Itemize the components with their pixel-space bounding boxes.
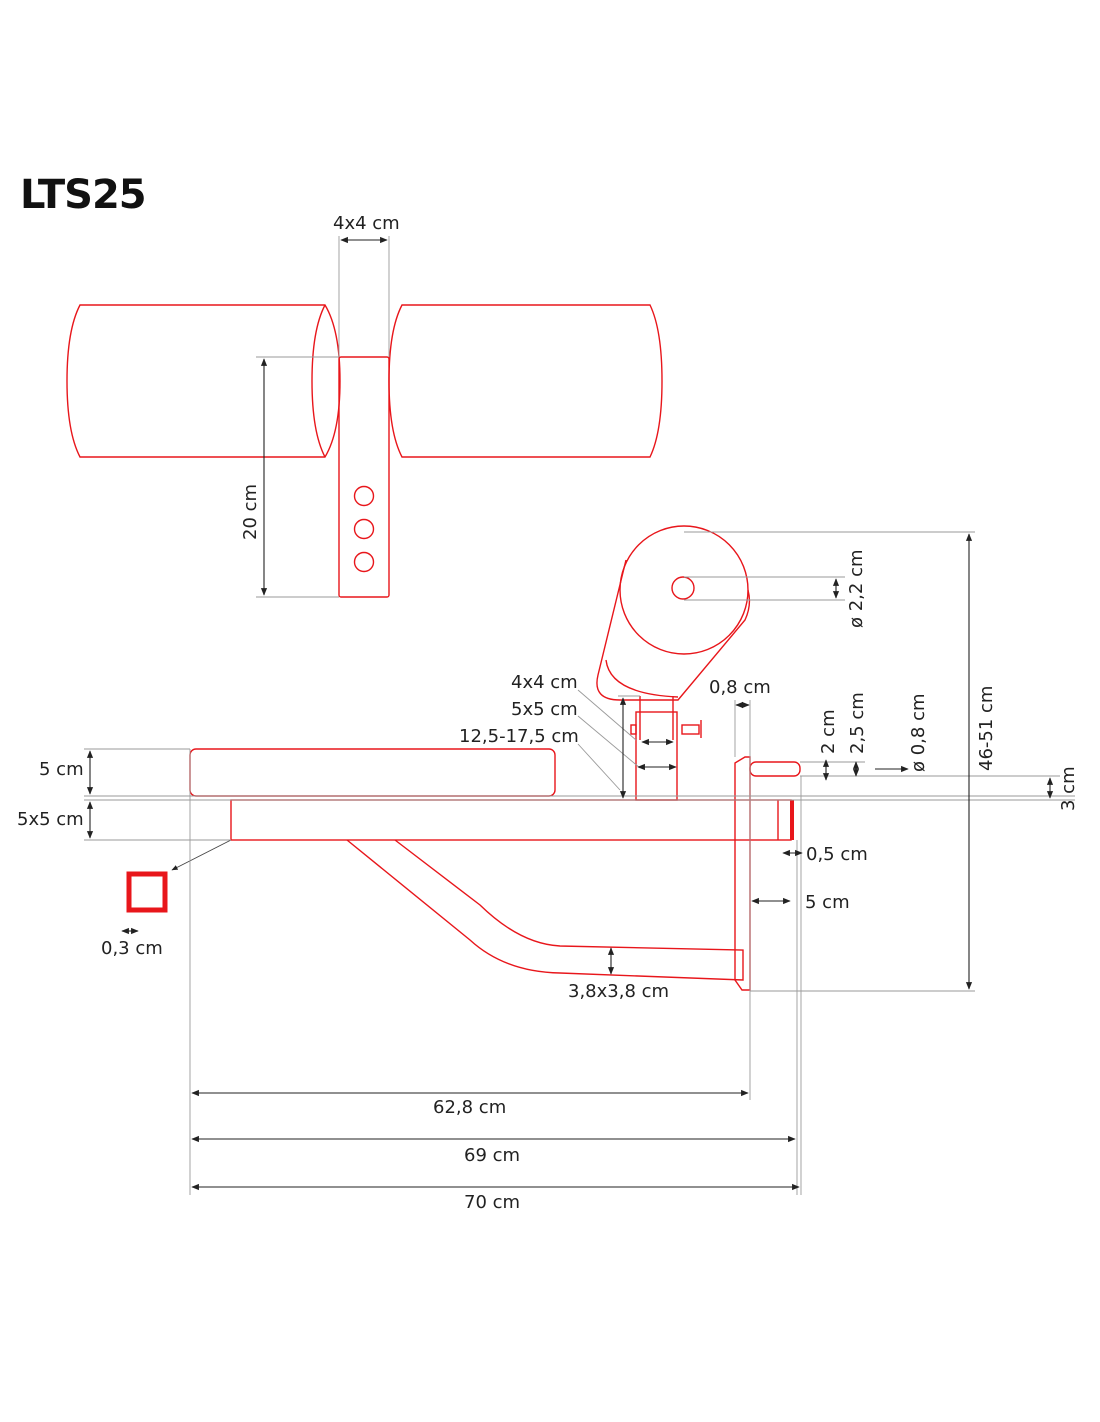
- adjust-hole: [353, 518, 375, 540]
- pin-nub: [630, 724, 637, 735]
- dim-offset-3: 3 cm: [1058, 766, 1079, 811]
- dim-brace: 3,8x3,8 cm: [568, 981, 669, 1002]
- roller-end: [619, 525, 749, 655]
- product-title: LTS25: [20, 172, 147, 218]
- dim-total-height: 46-51 cm: [976, 686, 997, 771]
- dim-length-628: 62,8 cm: [433, 1097, 506, 1118]
- adjust-hole: [353, 551, 375, 573]
- locking-pin: [681, 724, 700, 735]
- dim-length-69: 69 cm: [464, 1145, 520, 1166]
- plate-pin: [749, 761, 801, 777]
- left-pad-end: [311, 304, 326, 458]
- guide-lines: [84, 531, 1075, 1195]
- dim-top-post: 4x4 cm: [333, 213, 400, 234]
- left-roller-pad: [66, 304, 341, 458]
- dim-pin-08: ø 0,8 cm: [908, 693, 929, 772]
- dim-pin-2: 2 cm: [818, 709, 839, 754]
- dimension-labels: ø 2,2 cm 46-51 cm 4x4 cm 5x5 cm 12,5-17,…: [17, 549, 1079, 1213]
- roller-pin-hole: [671, 576, 695, 600]
- leader-line: [577, 743, 621, 791]
- dim-length-70: 70 cm: [464, 1192, 520, 1213]
- dim-post-5x5: 5x5 cm: [511, 699, 578, 720]
- dim-plate-thickness: 0,8 cm: [709, 677, 771, 698]
- dim-seat-5: 5 cm: [39, 759, 84, 780]
- main-tube: [230, 799, 792, 841]
- dim-pin-25: 2,5 cm: [847, 692, 868, 754]
- upright-post: [635, 711, 678, 801]
- dim-wall-03: 0,3 cm: [101, 938, 163, 959]
- roller-edge: [605, 659, 679, 698]
- dim-tube-5x5: 5x5 cm: [17, 809, 84, 830]
- tube-cross-section: [126, 871, 168, 913]
- dim-adjust-range: 12,5-17,5 cm: [459, 726, 579, 747]
- dim-pin-diameter: ø 2,2 cm: [846, 549, 867, 628]
- top-post: [338, 356, 390, 598]
- top-view: 4x4 cm 20 cm: [66, 213, 663, 598]
- dimension-arrows: [86, 533, 1054, 1191]
- dim-cap-05: 0,5 cm: [806, 844, 868, 865]
- roller-body: [596, 559, 751, 701]
- dim-top-height: 20 cm: [240, 484, 261, 540]
- dim-post-4x4: 4x4 cm: [511, 672, 578, 693]
- adjust-hole: [353, 485, 375, 507]
- leader-line: [577, 689, 637, 741]
- dim-plate-5: 5 cm: [805, 892, 850, 913]
- right-roller-pad: [388, 304, 663, 458]
- seat-pad: [189, 748, 556, 797]
- cross-section-pointer: [171, 839, 232, 871]
- side-view: [126, 525, 801, 991]
- support-brace: [346, 839, 744, 981]
- leader-line: [577, 715, 641, 769]
